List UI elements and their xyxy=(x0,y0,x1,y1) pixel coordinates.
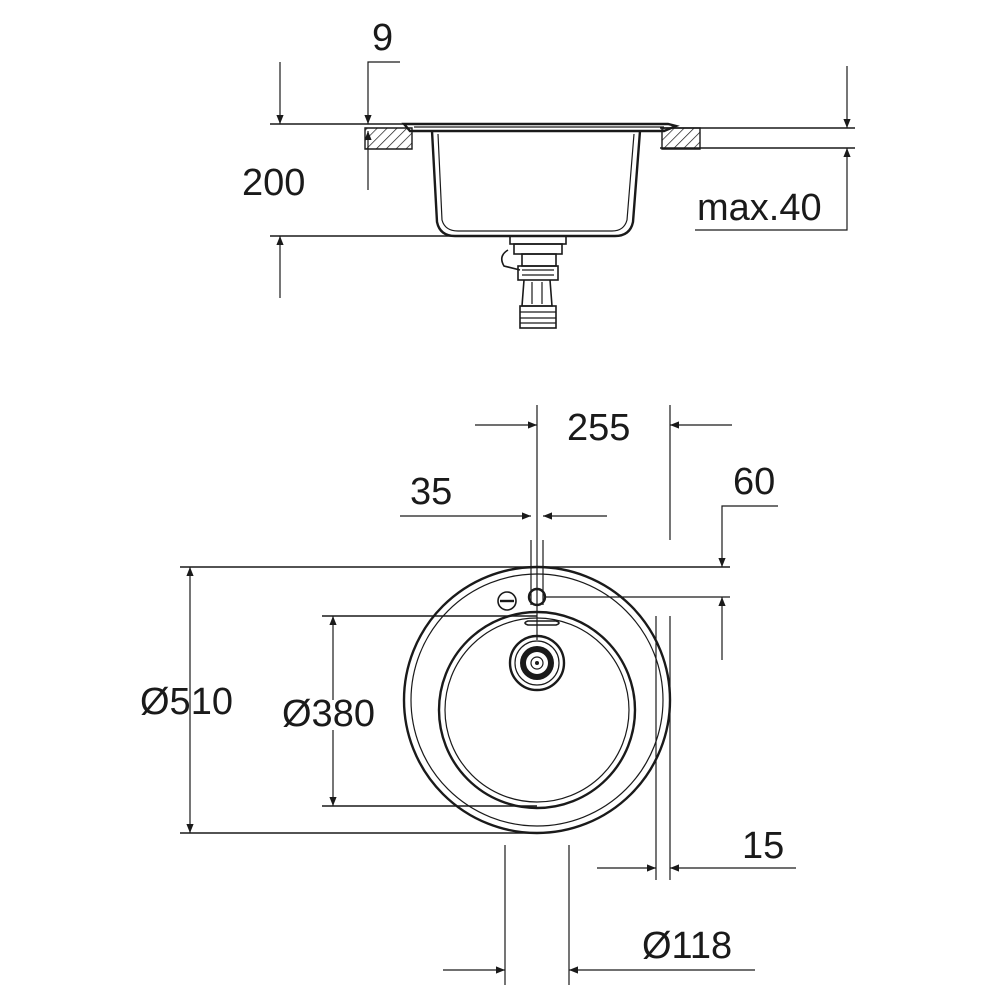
dim-offset: 255 xyxy=(567,407,630,449)
worktop-section-right xyxy=(661,127,701,150)
side-view: 200 9 max.40 xyxy=(242,17,855,329)
sink-bowl-top-inner xyxy=(444,617,630,803)
sink-bowl xyxy=(430,130,642,238)
dim-depth: 200 xyxy=(242,162,305,204)
tap-hole-cover xyxy=(497,591,517,611)
dim-outer: Ø510 xyxy=(140,681,233,723)
dim-rim: 15 xyxy=(742,825,784,867)
worktop-arrow-bottom xyxy=(695,148,851,231)
top-view: Ø510 Ø380 255 35 60 15 Ø118 xyxy=(140,405,796,985)
waste-fitting-side xyxy=(500,235,567,329)
flange-arrow-top xyxy=(364,61,400,124)
dim-waste: Ø118 xyxy=(642,925,732,967)
sink-bowl-inner xyxy=(437,133,635,232)
dim-bowl: Ø380 xyxy=(282,693,375,735)
rim-tap-arrow-top xyxy=(718,505,778,567)
dim-flange: 9 xyxy=(372,17,393,59)
worktop-section-left xyxy=(364,127,413,150)
waste-strainer xyxy=(508,634,566,692)
dim-worktop: max.40 xyxy=(697,187,822,229)
overflow-slot xyxy=(524,620,560,626)
dim-rim-tap: 60 xyxy=(733,461,775,503)
sink-flange xyxy=(401,122,680,133)
dim-tap-hole: 35 xyxy=(410,471,452,513)
